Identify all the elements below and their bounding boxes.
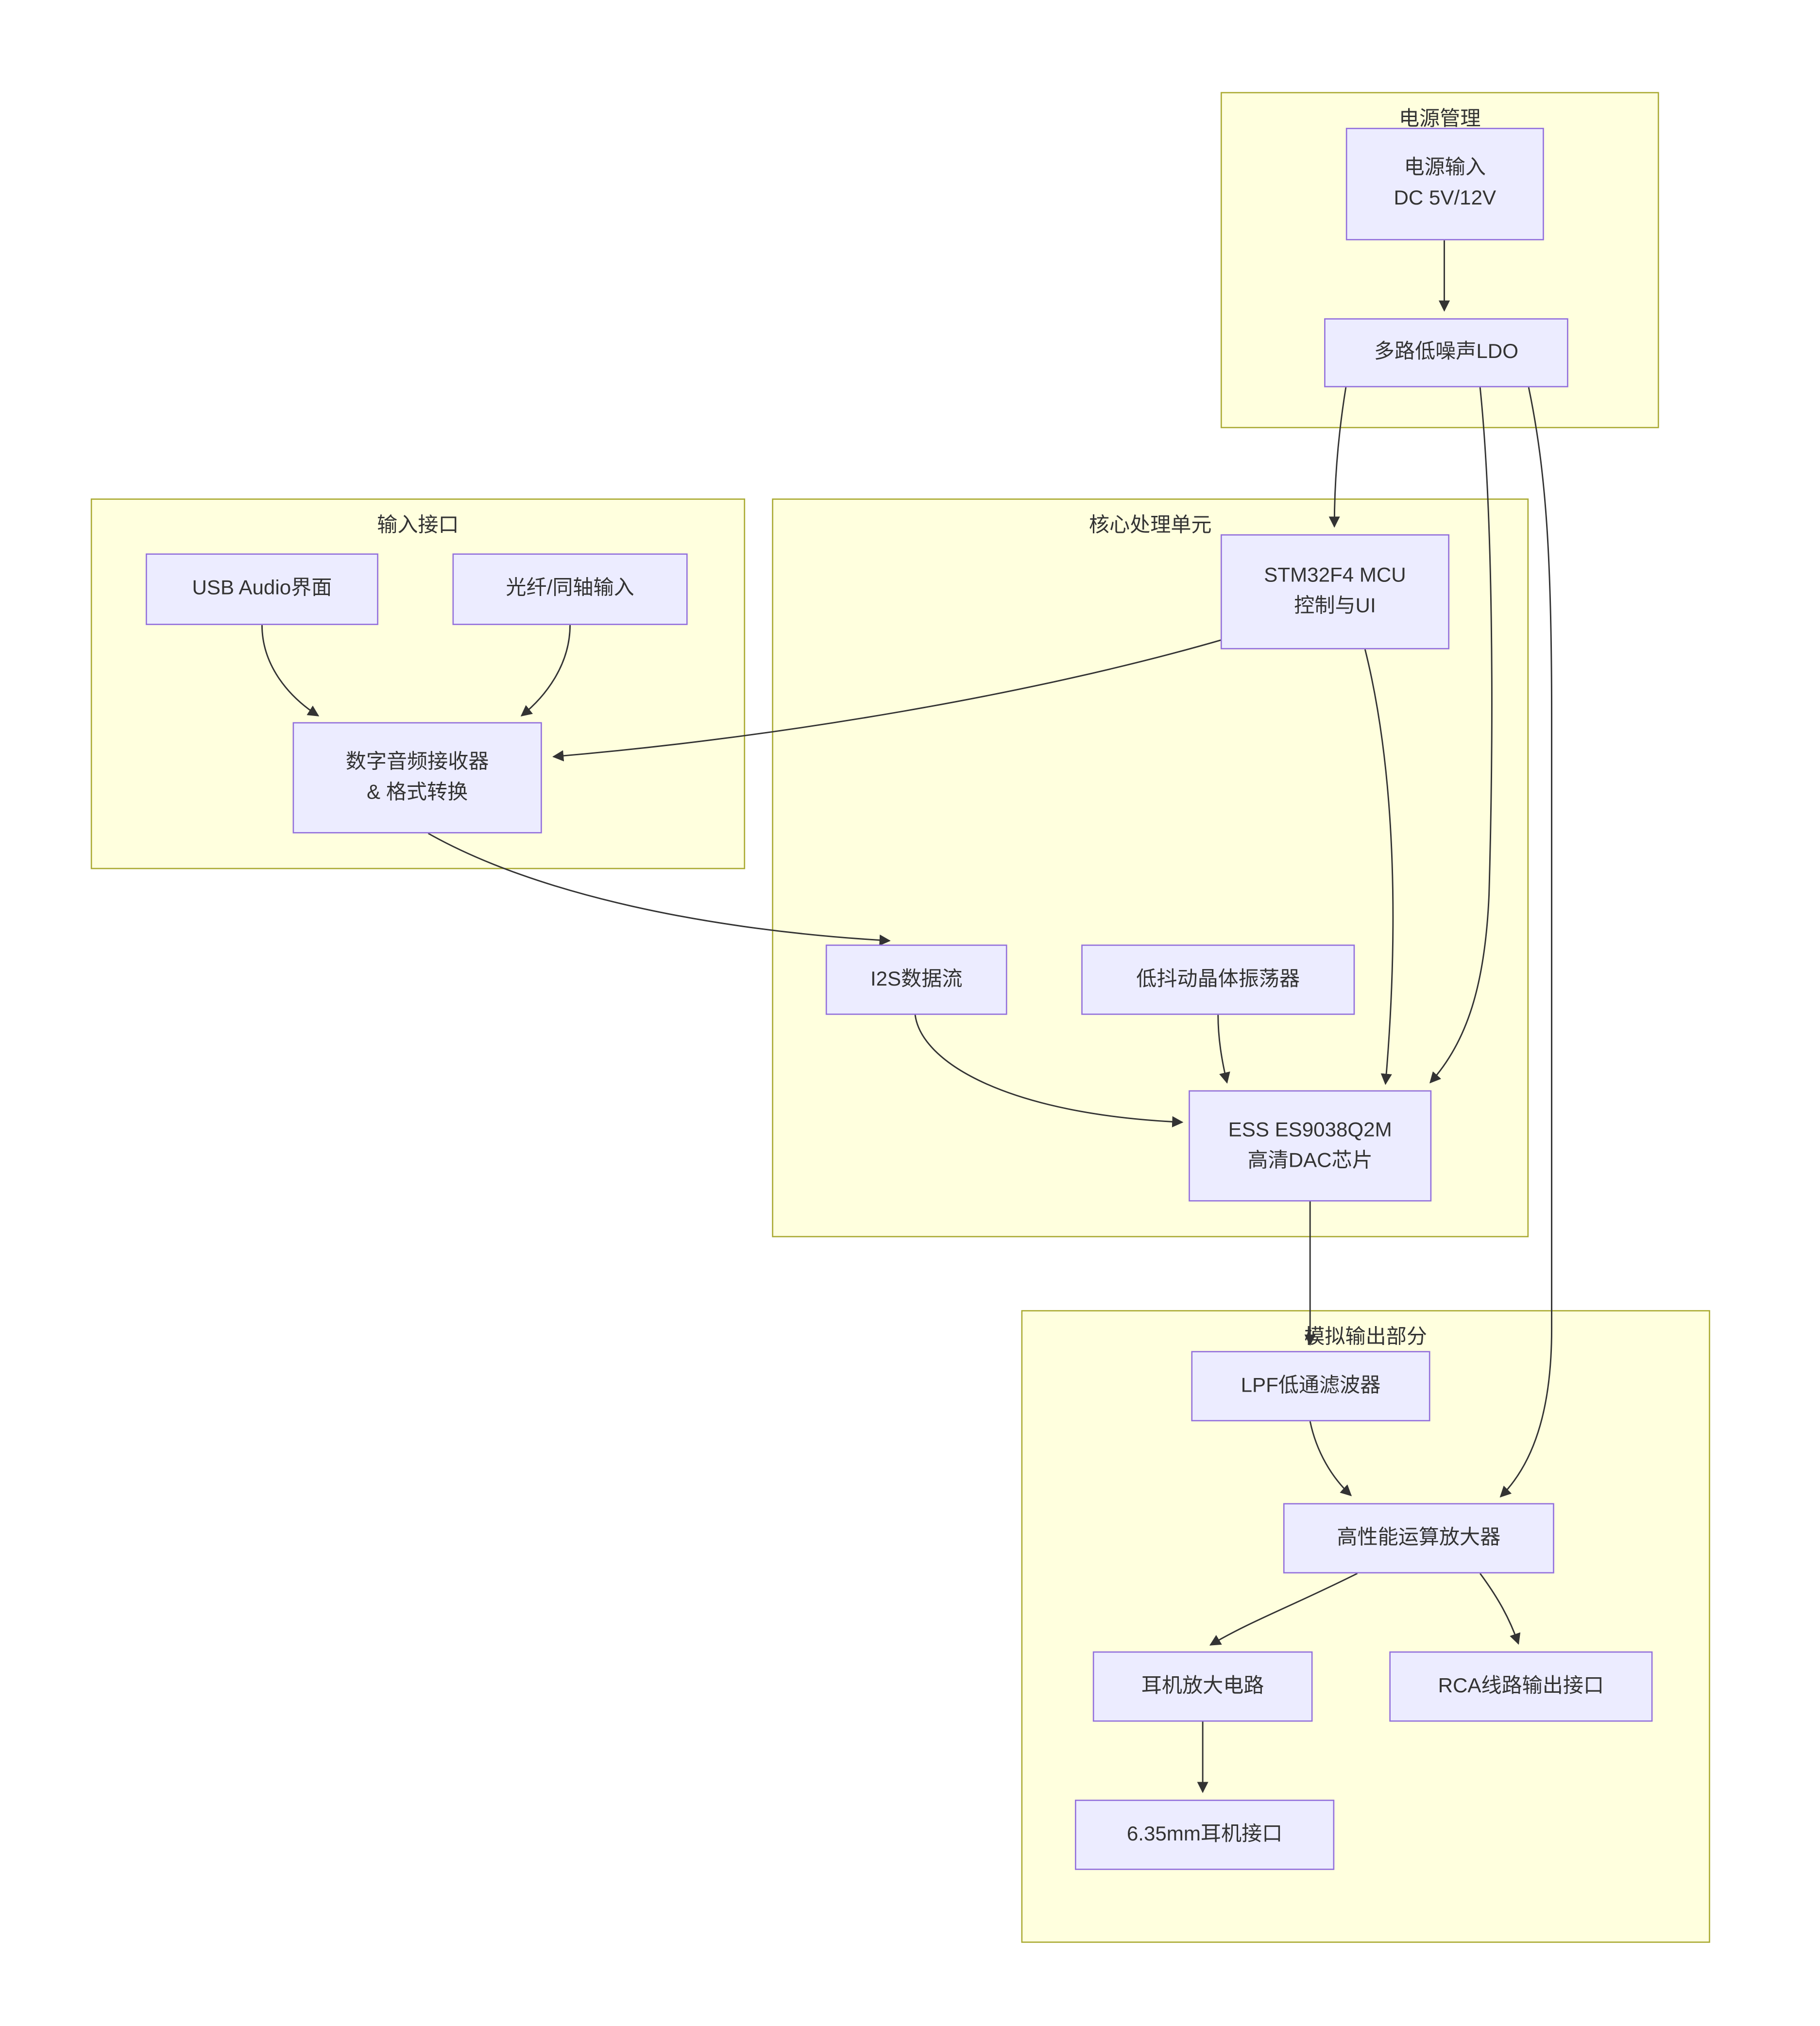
group-title-output: 模拟输出部分 [1304, 1327, 1427, 1349]
node-label: 耳机放大电路 [1141, 1675, 1264, 1697]
node-rca-output: RCA线路输出接口 [1389, 1651, 1653, 1722]
node-usb-audio: USB Audio界面 [145, 553, 378, 625]
group-title-power: 电源管理 [1399, 108, 1481, 131]
node-opamp: 高性能运算放大器 [1283, 1503, 1554, 1574]
node-label: 数字音频接收器 [345, 750, 489, 773]
group-title-input: 输入接口 [377, 515, 459, 537]
node-dac-chip: ESS ES9038Q2M 高清DAC芯片 [1189, 1090, 1432, 1202]
node-label: USB Audio界面 [192, 578, 332, 600]
node-headphone-jack: 6.35mm耳机接口 [1075, 1800, 1335, 1870]
node-headphone-amp: 耳机放大电路 [1092, 1651, 1313, 1722]
group-title-core: 核心处理单元 [1089, 515, 1212, 537]
node-i2s: I2S数据流 [825, 944, 1007, 1015]
node-audio-receiver: 数字音频接收器 & 格式转换 [292, 722, 542, 834]
node-label: STM32F4 MCU [1264, 565, 1406, 587]
node-power-input: 电源输入 DC 5V/12V [1345, 128, 1544, 240]
node-label: 光纤/同轴输入 [506, 578, 634, 600]
node-label: RCA线路输出接口 [1438, 1675, 1604, 1697]
node-label: 多路低噪声LDO [1374, 341, 1518, 363]
node-label: 低抖动晶体振荡器 [1136, 968, 1300, 990]
node-label: 控制与UI [1294, 596, 1376, 617]
node-label: ESS ES9038Q2M [1228, 1119, 1392, 1141]
node-optical-coaxial: 光纤/同轴输入 [452, 553, 688, 625]
node-label: 高清DAC芯片 [1247, 1149, 1373, 1172]
node-mcu: STM32F4 MCU 控制与UI [1220, 534, 1450, 649]
node-label: LPF低通滤波器 [1241, 1375, 1381, 1396]
node-label: 6.35mm耳机接口 [1126, 1823, 1283, 1845]
node-label: 高性能运算放大器 [1337, 1527, 1501, 1549]
node-label: & 格式转换 [367, 782, 468, 803]
node-lpf: LPF低通滤波器 [1191, 1351, 1430, 1422]
node-label: I2S数据流 [870, 968, 963, 990]
node-label: 电源输入 [1404, 157, 1486, 179]
node-ldo: 多路低噪声LDO [1324, 318, 1568, 388]
node-label: DC 5V/12V [1394, 187, 1497, 210]
node-oscillator: 低抖动晶体振荡器 [1081, 944, 1355, 1015]
